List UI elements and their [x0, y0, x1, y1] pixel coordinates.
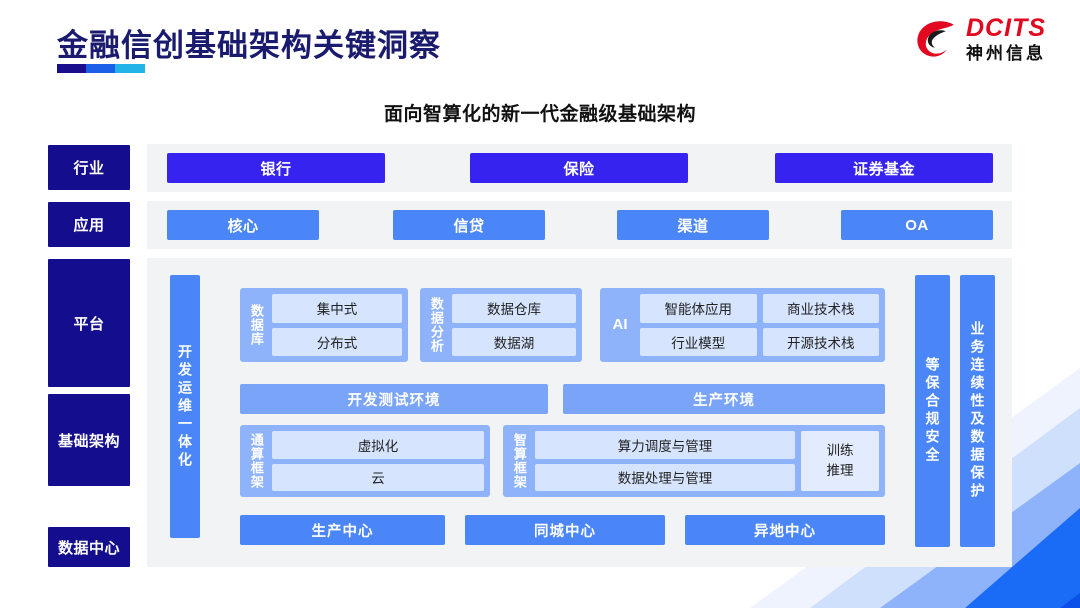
group-label-smart-framework: 智算框架 [511, 433, 527, 489]
logo-text-en: DCITS [966, 14, 1046, 42]
training-label: 训练 [826, 442, 854, 458]
chip-centralized[interactable]: 集中式 [272, 294, 402, 323]
datacenter-metro[interactable]: 同城中心 [465, 515, 665, 545]
chip-data-processing[interactable]: 数据处理与管理 [535, 463, 795, 491]
group-label-data-analytics: 数据分析 [428, 297, 444, 353]
industry-item-insurance[interactable]: 保险 [470, 153, 688, 183]
vertical-bar-devops: 开发运维一体化 [170, 275, 200, 538]
row-label-platform: 平台 [48, 259, 130, 387]
application-item-core[interactable]: 核心 [167, 210, 319, 240]
group-label-database: 数据库 [248, 304, 264, 346]
chip-data-lake[interactable]: 数据湖 [452, 327, 576, 356]
row-label-datacenter: 数据中心 [48, 527, 130, 567]
chip-compute-scheduling[interactable]: 算力调度与管理 [535, 431, 795, 459]
environment-dev-test[interactable]: 开发测试环境 [240, 384, 548, 414]
application-item-credit[interactable]: 信贷 [393, 210, 545, 240]
dcits-swirl-icon [917, 21, 954, 57]
title-accent-bar [57, 64, 145, 73]
chip-opensource-stack[interactable]: 开源技术栈 [762, 327, 879, 356]
chip-commercial-stack[interactable]: 商业技术栈 [762, 294, 879, 323]
vertical-bar-compliance: 等保合规安全 [915, 275, 950, 547]
application-item-oa[interactable]: OA [841, 210, 993, 240]
platform-group-ai: AI 智能体应用 行业模型 商业技术栈 开源技术栈 [600, 288, 885, 362]
group-label-ai: AI [612, 316, 628, 334]
page-title: 金融信创基础架构关键洞察 [57, 28, 441, 63]
chip-training-inference[interactable]: 训练 推理 [801, 431, 879, 491]
platform-group-database: 数据库 集中式 分布式 [240, 288, 408, 362]
platform-group-data-analytics: 数据分析 数据仓库 数据湖 [420, 288, 582, 362]
chip-virtualization[interactable]: 虚拟化 [272, 431, 484, 459]
row-label-industry: 行业 [48, 145, 130, 190]
datacenter-remote[interactable]: 异地中心 [685, 515, 885, 545]
framework-smart-computing: 智算框架 算力调度与管理 数据处理与管理 训练 推理 [503, 425, 885, 497]
datacenter-production[interactable]: 生产中心 [240, 515, 445, 545]
application-item-channel[interactable]: 渠道 [617, 210, 769, 240]
row-label-infrastructure: 基础架构 [48, 394, 130, 486]
environment-production[interactable]: 生产环境 [563, 384, 885, 414]
chip-distributed[interactable]: 分布式 [272, 327, 402, 356]
row-label-application: 应用 [48, 202, 130, 247]
logo-text-cn: 神州信息 [966, 44, 1046, 63]
chip-cloud[interactable]: 云 [272, 463, 484, 491]
inference-label: 推理 [826, 463, 854, 478]
architecture-diagram: 行业 应用 平台 基础架构 数据中心 银行 保险 证券基金 核心 信贷 渠道 O… [0, 140, 1080, 570]
industry-item-securities[interactable]: 证券基金 [775, 153, 993, 183]
industry-item-banking[interactable]: 银行 [167, 153, 385, 183]
brand-logo: DCITS 神州信息 [912, 16, 1046, 62]
page-header: 金融信创基础架构关键洞察 DCITS 神州信息 [0, 0, 1080, 92]
framework-general-computing: 通算框架 虚拟化 云 [240, 425, 490, 497]
chip-data-warehouse[interactable]: 数据仓库 [452, 294, 576, 323]
chip-agent-application[interactable]: 智能体应用 [640, 294, 757, 323]
vertical-bar-continuity: 业务连续性及数据保护 [960, 275, 995, 547]
diagram-subtitle: 面向智算化的新一代金融级基础架构 [383, 104, 696, 125]
group-label-general-framework: 通算框架 [248, 433, 264, 489]
chip-industry-model[interactable]: 行业模型 [640, 327, 757, 356]
